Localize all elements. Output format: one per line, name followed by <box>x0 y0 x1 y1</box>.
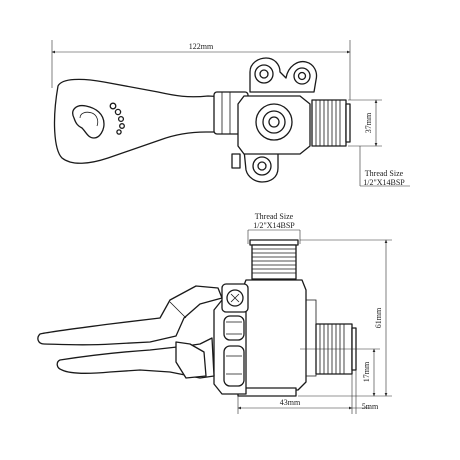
footprint-icon <box>72 102 125 139</box>
side-view: Thread Size 1/2"X14BSP <box>37 212 392 414</box>
foot-pedal <box>53 78 249 164</box>
thread-size-title: Thread Size <box>365 169 404 178</box>
width-dimension: 43mm <box>280 398 301 407</box>
valve-body <box>237 95 311 155</box>
outlet-height-dimension: 17mm <box>362 361 371 382</box>
mounting-lug-bottom <box>231 149 279 183</box>
side-thread-size-value: 1/2"X14BSP <box>253 221 295 230</box>
lever-arm <box>37 285 223 379</box>
threaded-outlet-top <box>311 99 351 147</box>
top-view: 122mm 37mm Thread Size 1/2"X14BSP <box>51 40 410 187</box>
offset-dimension: 5mm <box>362 402 379 411</box>
thread-size-value: 1/2"X14BSP <box>363 178 405 187</box>
side-thread-size-title: Thread Size <box>255 212 294 221</box>
mounting-lug-top <box>249 57 318 93</box>
threaded-inlet <box>249 239 299 280</box>
side-height-dimension: 61mm <box>374 307 383 328</box>
length-dimension: 122mm <box>189 42 214 51</box>
valve-body-side <box>241 279 307 391</box>
height-dimension: 37mm <box>364 112 373 133</box>
